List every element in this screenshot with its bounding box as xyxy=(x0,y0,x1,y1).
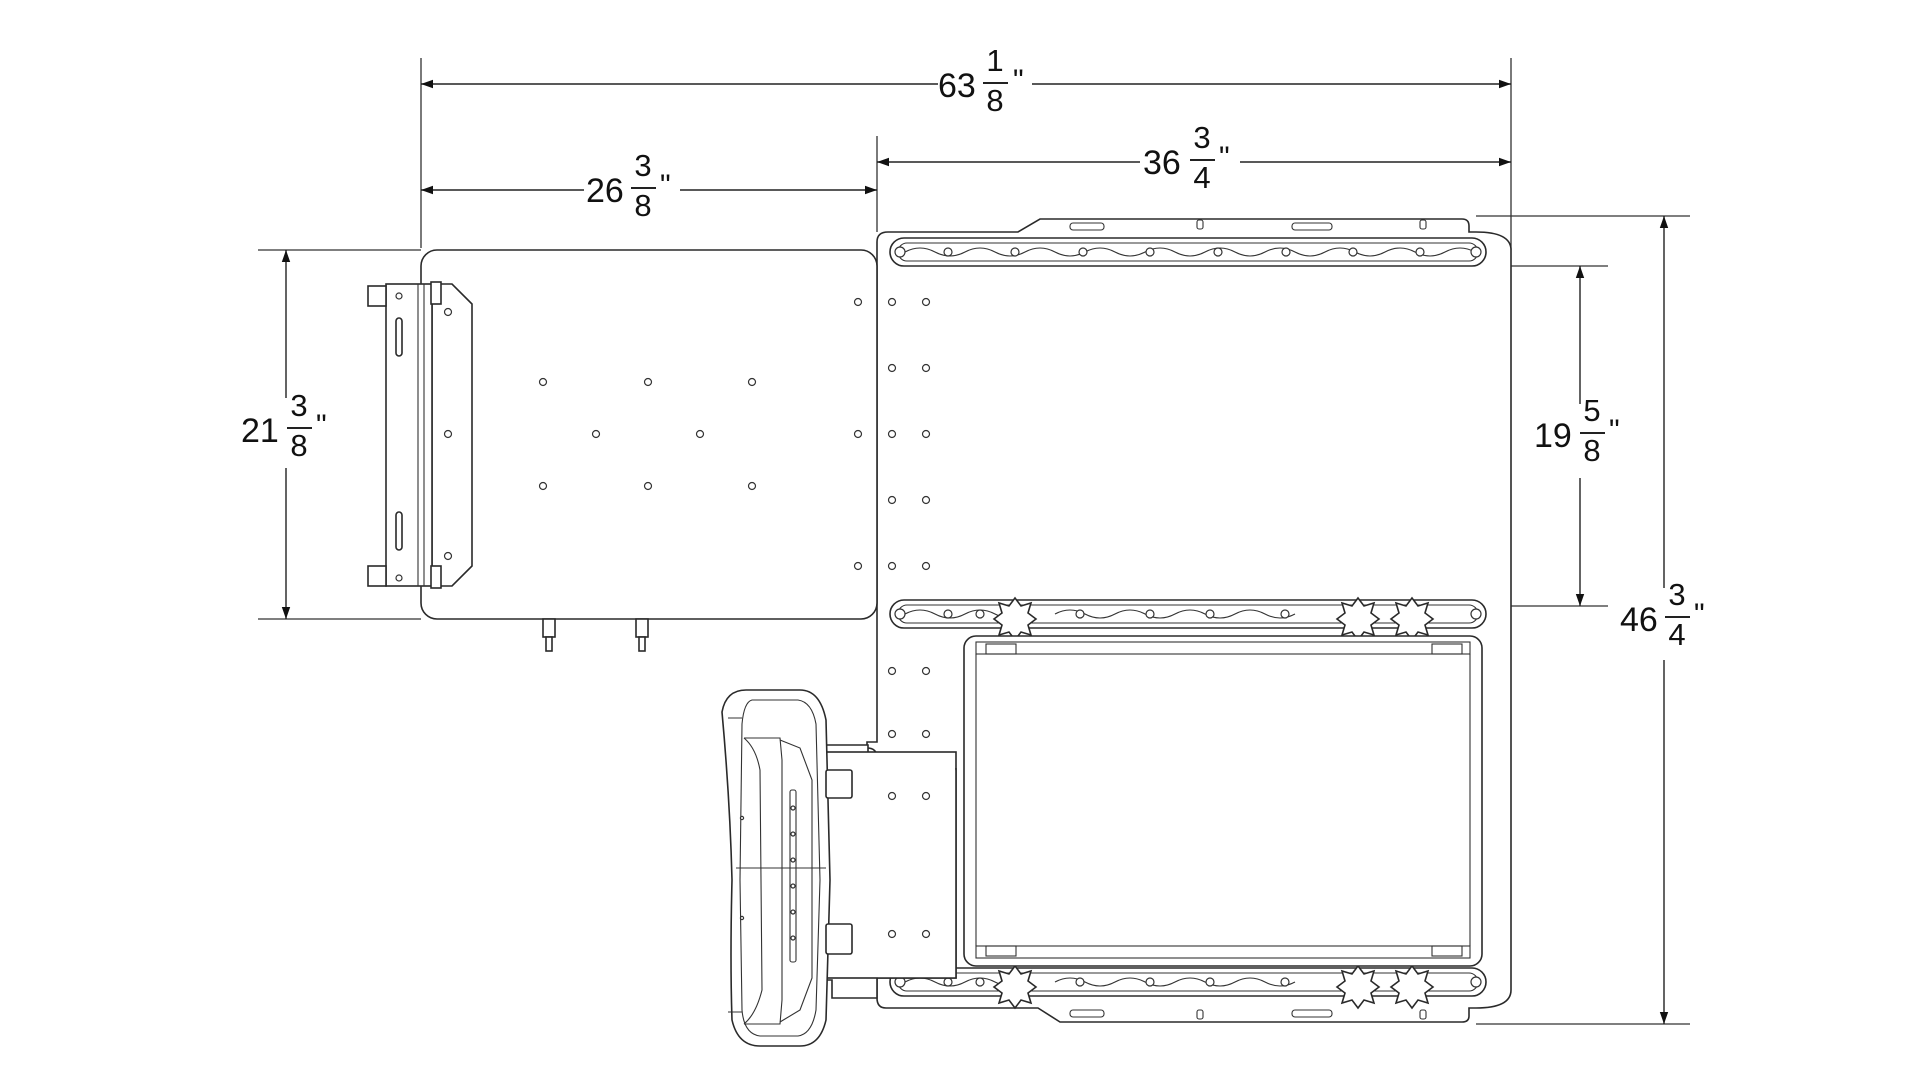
dim-left-plate-width-num: 3 xyxy=(634,148,651,183)
bottom-connectors xyxy=(542,618,649,652)
dim-overall-width-den: 8 xyxy=(986,83,1003,118)
dim-upper-bay-height-num: 5 xyxy=(1583,393,1600,428)
dim-overall-width-unit: " xyxy=(1013,64,1024,97)
dim-upper-bay-height-whole: 19 xyxy=(1534,417,1572,455)
dim-right-plate-width-num: 3 xyxy=(1193,120,1210,155)
dim-left-plate-height: 21 3 8 " xyxy=(241,388,327,463)
dim-right-plate-width: 36 3 4 " xyxy=(1143,120,1230,195)
dim-left-plate-height-unit: " xyxy=(316,409,327,442)
mounting-bracket xyxy=(367,281,473,589)
dim-left-plate-height-den: 8 xyxy=(290,428,307,463)
dim-left-plate-width-whole: 26 xyxy=(586,172,624,210)
left-base-plate xyxy=(420,249,878,652)
dim-upper-bay-height-unit: " xyxy=(1609,414,1620,447)
middle-rail xyxy=(889,596,1487,642)
dim-upper-bay-height: 19 5 8 " xyxy=(1534,393,1620,468)
dim-overall-height-den: 4 xyxy=(1668,617,1685,652)
dim-right-plate-width-den: 4 xyxy=(1193,160,1210,195)
mounting-holes-column xyxy=(887,297,931,739)
seat-backrest xyxy=(721,689,853,1047)
dim-upper-bay-height-den: 8 xyxy=(1583,433,1600,468)
dim-overall-height-num: 3 xyxy=(1668,577,1685,612)
dim-overall-width: 63 1 8 " xyxy=(938,43,1024,118)
dim-left-plate-height-whole: 21 xyxy=(241,412,279,450)
top-rail xyxy=(889,237,1487,267)
dim-overall-width-num: 1 xyxy=(986,43,1003,78)
right-base-plate xyxy=(866,218,1512,1023)
dim-overall-width-whole: 63 xyxy=(938,67,976,105)
dim-right-plate-width-unit: " xyxy=(1219,141,1230,174)
dimension-lines xyxy=(281,79,1669,1024)
dim-overall-height: 46 3 4 " xyxy=(1620,577,1705,652)
lower-tray xyxy=(963,635,1483,967)
dim-left-plate-width: 26 3 8 " xyxy=(586,148,671,223)
dim-overall-height-unit: " xyxy=(1694,598,1705,631)
dim-right-plate-width-whole: 36 xyxy=(1143,144,1181,182)
bottom-rail xyxy=(889,964,1487,1010)
dim-left-plate-width-den: 8 xyxy=(634,188,651,223)
left-plate-holes xyxy=(538,297,863,571)
dim-left-plate-height-num: 3 xyxy=(290,388,307,423)
dim-left-plate-width-unit: " xyxy=(660,169,671,202)
dim-overall-height-whole: 46 xyxy=(1620,601,1658,639)
